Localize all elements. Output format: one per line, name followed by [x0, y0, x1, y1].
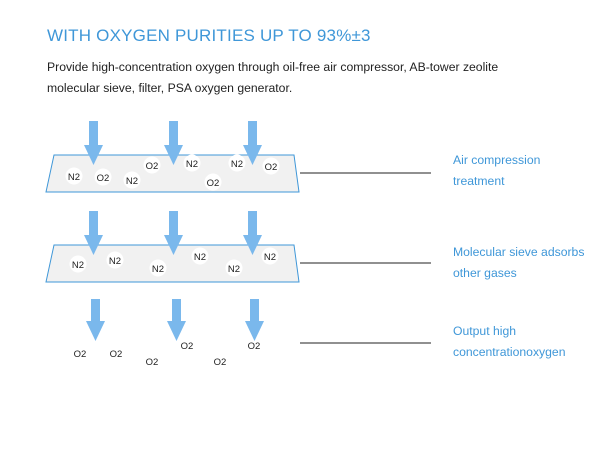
svg-text:O2: O2 [146, 357, 159, 368]
molecule: O2 [143, 352, 161, 370]
svg-text:O2: O2 [97, 173, 110, 184]
arrow-down-icon [84, 121, 103, 165]
arrow-down-icon [245, 299, 264, 341]
page-title: WITH OXYGEN PURITIES UP TO 93%±3 [47, 26, 371, 45]
molecule: O2 [143, 156, 161, 174]
stage-label-line: concentrationoxygen [453, 345, 566, 359]
arrow-down-icon [164, 121, 183, 165]
molecule: O2 [107, 344, 125, 362]
molecule: N2 [183, 154, 201, 172]
svg-text:N2: N2 [152, 264, 164, 275]
molecule: N2 [191, 247, 209, 265]
stage-label-line: treatment [453, 174, 505, 188]
svg-text:O2: O2 [248, 341, 261, 352]
svg-text:N2: N2 [228, 264, 240, 275]
svg-text:N2: N2 [186, 159, 198, 170]
molecule: N2 [123, 171, 141, 189]
arrow-down-icon [167, 299, 186, 341]
molecule: N2 [261, 247, 279, 265]
svg-text:N2: N2 [194, 252, 206, 263]
stage-label-sieve: Molecular sieve adsorbs other gases [453, 242, 584, 284]
arrow-down-icon [164, 211, 183, 255]
molecule: O2 [71, 344, 89, 362]
molecule: O2 [94, 168, 112, 186]
molecule: N2 [69, 255, 87, 273]
arrow-down-icon [243, 121, 262, 165]
stage-label-compression: Air compression treatment [453, 150, 540, 192]
molecule: N2 [65, 167, 83, 185]
output-molecules: O2 O2 O2 O2 O2 O2 [71, 336, 263, 370]
arrow-down-icon [86, 299, 105, 341]
molecule: O2 [262, 157, 280, 175]
svg-text:N2: N2 [231, 159, 243, 170]
molecule: N2 [228, 154, 246, 172]
svg-text:O2: O2 [207, 178, 220, 189]
arrow-down-icon [243, 211, 262, 255]
sieve-molecules: N2 N2 N2 N2 N2 N2 [69, 247, 279, 277]
molecule: N2 [149, 259, 167, 277]
intro-text: Provide high-concentration oxygen throug… [47, 57, 587, 99]
arrow-down-icon [84, 211, 103, 255]
stage-label-line: Molecular sieve adsorbs [453, 245, 585, 259]
svg-text:N2: N2 [264, 252, 276, 263]
stage-label-line: Air compression [453, 153, 541, 167]
svg-text:N2: N2 [72, 260, 84, 271]
molecule: N2 [225, 259, 243, 277]
molecule: O2 [178, 336, 196, 354]
svg-text:O2: O2 [214, 357, 227, 368]
stage-label-output: Output high concentrationoxygen [453, 321, 565, 363]
svg-text:N2: N2 [109, 256, 121, 267]
molecule: O2 [245, 336, 263, 354]
molecule: N2 [106, 251, 124, 269]
svg-text:N2: N2 [68, 172, 80, 183]
molecule: O2 [204, 173, 222, 191]
svg-text:N2: N2 [126, 176, 138, 187]
svg-text:O2: O2 [181, 341, 194, 352]
intro-line-1: Provide high-concentration oxygen throug… [47, 60, 499, 74]
svg-text:O2: O2 [265, 162, 278, 173]
stage-label-line: other gases [453, 266, 517, 280]
svg-text:O2: O2 [146, 161, 159, 172]
stage-label-line: Output high [453, 324, 517, 338]
intro-line-2: molecular sieve, filter, PSA oxygen gene… [47, 81, 293, 95]
compression-molecules: N2 O2 N2 O2 N2 O2 N2 O2 [65, 154, 280, 191]
svg-text:O2: O2 [74, 349, 87, 360]
svg-text:O2: O2 [110, 349, 123, 360]
molecule: O2 [211, 352, 229, 370]
